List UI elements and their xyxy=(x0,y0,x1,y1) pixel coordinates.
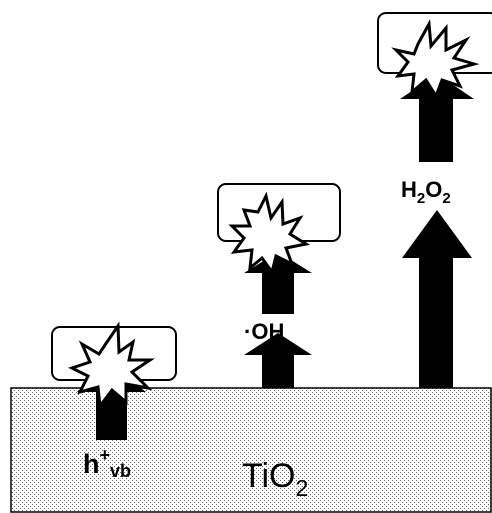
hydroxyl-lower-shaft xyxy=(262,355,294,388)
hole-label: h+vb xyxy=(83,445,131,481)
hydrogen-peroxide-site xyxy=(377,12,492,388)
hydroxyl-upper-arrow-head xyxy=(244,252,312,273)
tio2-substrate xyxy=(10,387,492,513)
hydrogen-peroxide-label: H2O2 xyxy=(401,177,451,207)
hydroxyl-site xyxy=(217,183,341,388)
hydroxyl-radical-label: ·OH xyxy=(244,319,284,344)
hydroxyl-lower-arrow-head xyxy=(244,333,312,355)
peroxide-lower-arrow-head xyxy=(402,210,472,258)
peroxide-lower-shaft xyxy=(419,255,453,388)
peroxide-burst-icon xyxy=(391,18,480,100)
hydroxyl-burst-icon xyxy=(228,191,310,276)
hole-oxidation-site xyxy=(51,321,177,440)
hole-burst-icon xyxy=(68,321,155,410)
substrate-label: TiO2 xyxy=(242,457,308,501)
hydroxyl-upper-shaft xyxy=(262,270,294,314)
peroxide-upper-shaft xyxy=(419,96,453,162)
